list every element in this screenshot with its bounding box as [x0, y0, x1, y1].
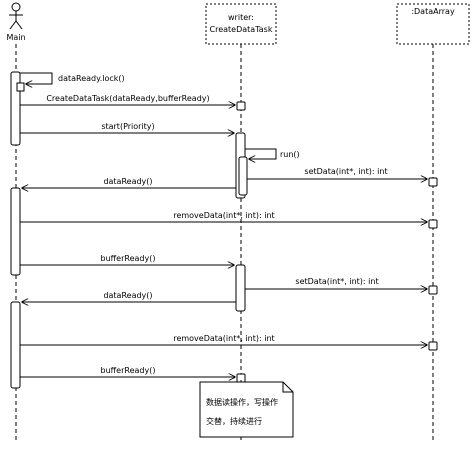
dataarray-activation-1 — [428, 177, 438, 187]
message-set-data-1-label: setData(int*, int): int — [304, 167, 387, 176]
message-run-label: run() — [280, 150, 300, 159]
dataarray-activation-3 — [428, 285, 438, 295]
message-data-ready-1-label: dataReady() — [103, 177, 152, 186]
message-data-ready-1: dataReady() — [22, 177, 236, 188]
dataarray-activation-4 — [428, 341, 438, 351]
writer-activation-2 — [235, 264, 246, 312]
main-actor-label: Main — [6, 33, 25, 42]
message-lock: dataReady.lock() — [20, 72, 125, 84]
message-start: start(Priority) — [20, 122, 234, 133]
dataarray-lifeline-header: :DataArray — [396, 3, 470, 45]
message-start-label: start(Priority) — [101, 122, 154, 131]
main-activation-3 — [10, 301, 21, 389]
message-data-ready-2: dataReady() — [22, 291, 236, 302]
writer-activation-create — [236, 101, 246, 111]
writer-lifeline-header: writer: CreateDataTask — [205, 3, 277, 45]
writer-header-line1: writer: — [228, 13, 254, 22]
message-remove-data-2: removeData(int*, int): int — [20, 334, 427, 345]
message-remove-data-2-label: removeData(int*, int): int — [173, 334, 274, 343]
message-buffer-ready-1: bufferReady() — [20, 254, 234, 265]
note-line1: 数据读操作，写操作 — [206, 397, 278, 407]
writer-activation-run — [238, 156, 248, 196]
message-buffer-ready-2-label: bufferReady() — [101, 366, 156, 375]
message-buffer-ready-2: bufferReady() — [20, 366, 235, 377]
main-actor: Main — [6, 2, 26, 42]
message-lock-label: dataReady.lock() — [58, 74, 125, 83]
message-remove-data-1: removeData(int*, int): int — [20, 211, 427, 222]
message-set-data-2: setData(int*, int): int — [245, 277, 427, 289]
writer-header-line2: CreateDataTask — [210, 25, 273, 34]
dataarray-activation-2 — [428, 219, 438, 229]
note: 数据读操作，写操作 交替，持续进行 — [199, 378, 294, 438]
message-create-data-task: CreateDataTask(dataReady,bufferReady) — [20, 94, 235, 105]
message-set-data-1: setData(int*, int): int — [247, 167, 427, 179]
message-run: run() — [245, 148, 300, 159]
note-line2: 交替，持续进行 — [206, 416, 262, 426]
message-create-data-task-label: CreateDataTask(dataReady,bufferReady) — [46, 94, 209, 103]
dataarray-header-label: :DataArray — [411, 7, 455, 16]
main-activation-2 — [10, 187, 21, 276]
main-self-call-box — [16, 82, 25, 92]
message-buffer-ready-1-label: bufferReady() — [101, 254, 156, 263]
stick-figure-icon — [9, 2, 23, 30]
message-set-data-2-label: setData(int*, int): int — [295, 277, 378, 286]
message-data-ready-2-label: dataReady() — [103, 291, 152, 300]
message-remove-data-1-label: removeData(int*, int): int — [173, 211, 274, 220]
